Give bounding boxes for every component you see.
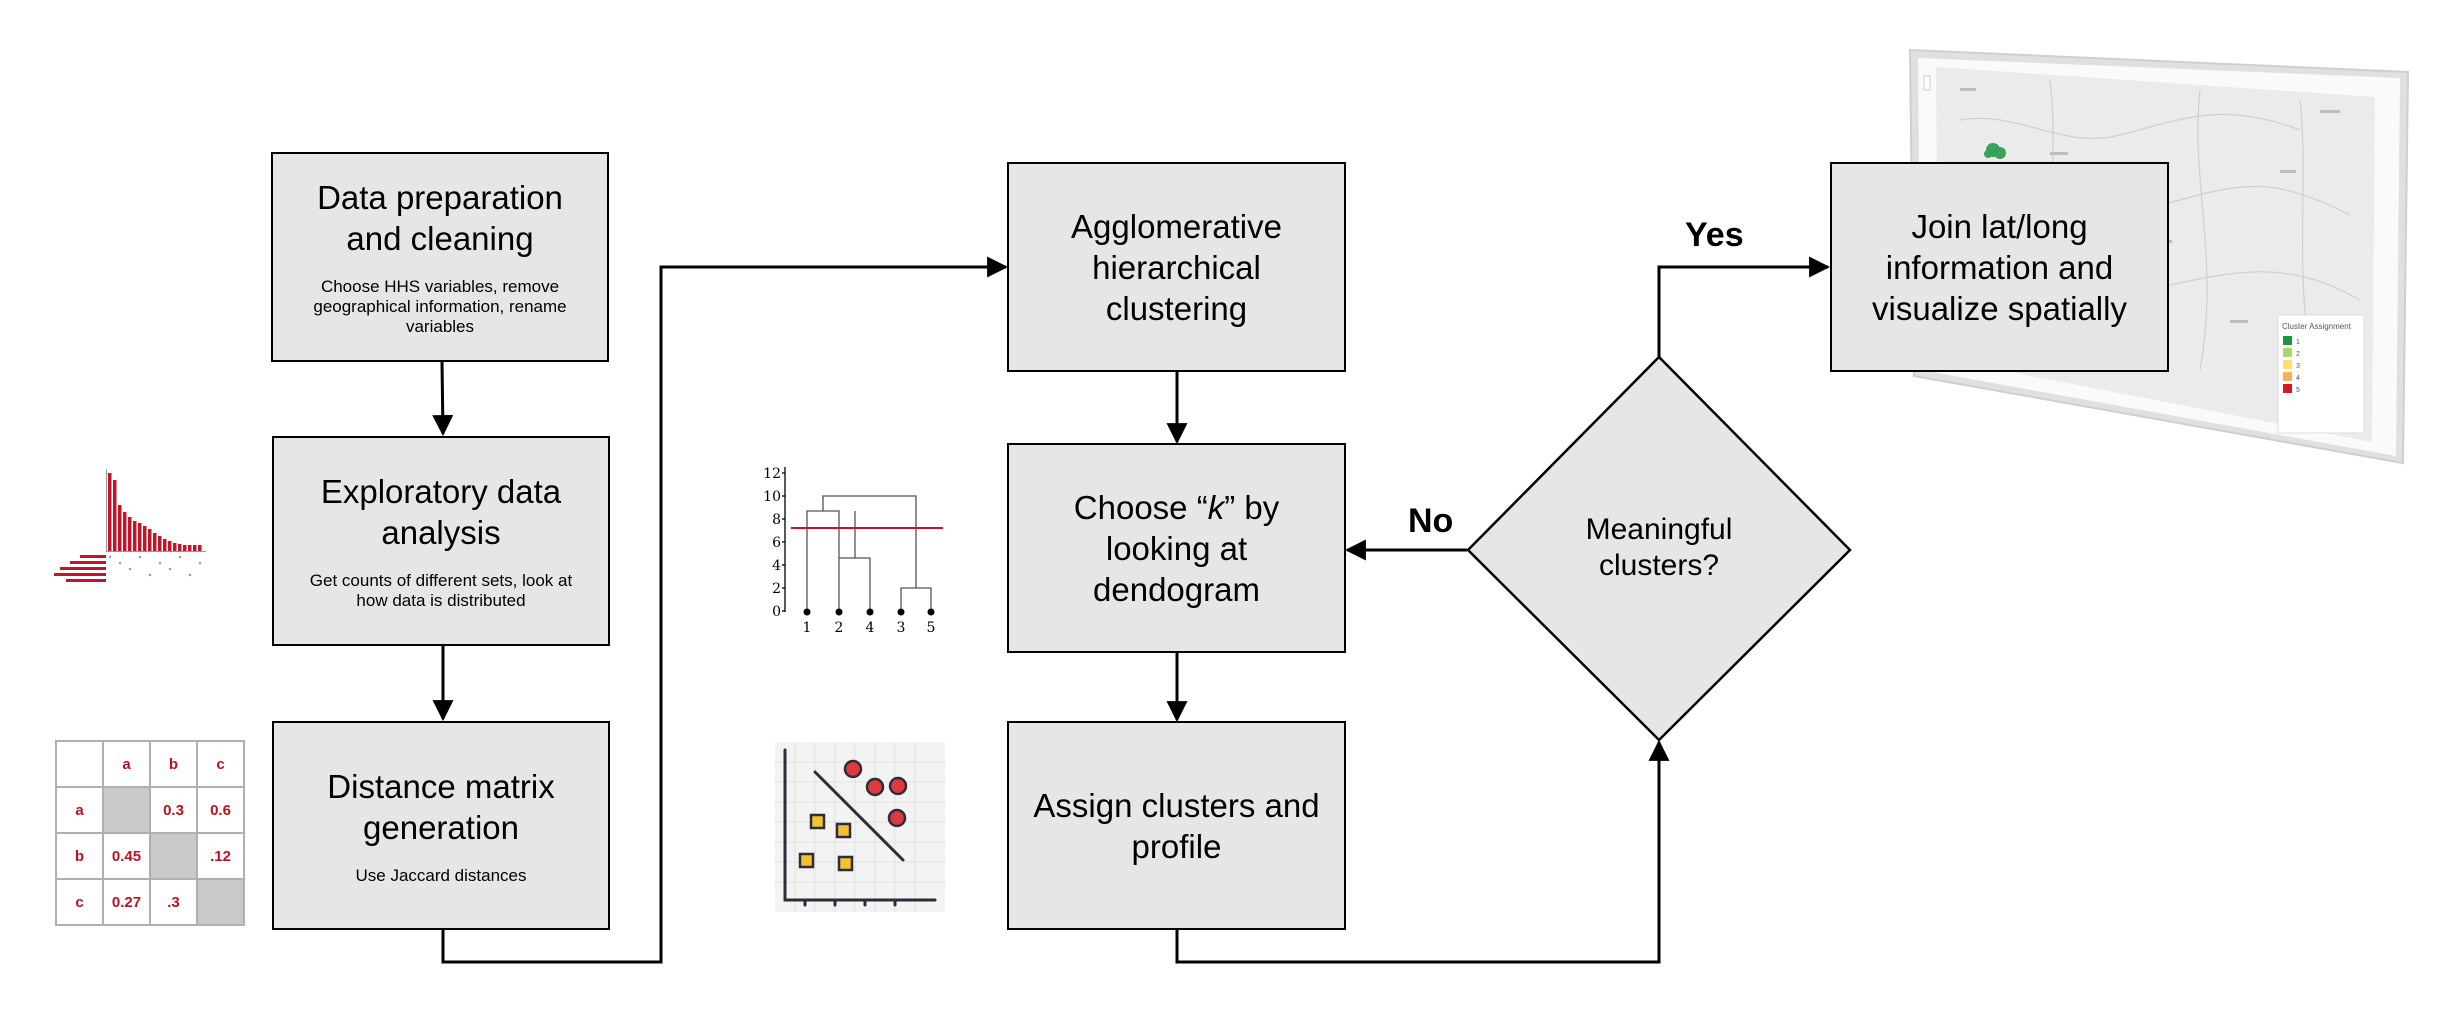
table-cell — [102, 786, 151, 834]
decision-diamond — [1466, 355, 1852, 742]
leaf-label: 5 — [927, 620, 936, 636]
table-cell — [55, 740, 104, 788]
map-legend-item: 5 — [2296, 387, 2300, 394]
decision-label: Meaningful clusters? — [1585, 513, 1733, 582]
step-title: Join lat/long information and visualize … — [1872, 207, 2127, 327]
map-legend-item: 1 — [2296, 339, 2300, 346]
cluster-scatter-icon — [775, 742, 945, 912]
y-tick: 4 — [772, 558, 781, 574]
label-yes: Yes — [1685, 216, 1744, 254]
table-cell: c — [55, 878, 104, 926]
table-row: a b c — [55, 740, 245, 788]
dendrogram-thumbnail-icon: 12 10 8 6 4 2 0 1 2 4 3 5 — [763, 466, 943, 636]
step-join-spatial: Join lat/long information and visualize … — [1830, 162, 2169, 372]
step-title: Agglomerative hierarchical clustering — [1071, 207, 1282, 327]
y-tick: 12 — [763, 466, 781, 482]
label-no: No — [1408, 502, 1454, 540]
table-cell: c — [196, 740, 245, 788]
y-tick: 8 — [772, 512, 781, 528]
y-tick: 0 — [772, 604, 781, 620]
map-legend-item: 3 — [2296, 363, 2300, 370]
map-legend-item: 4 — [2296, 375, 2300, 382]
map-legend-title: Cluster Assignment — [2282, 322, 2352, 331]
table-cell: 0.45 — [102, 832, 151, 880]
y-tick: 2 — [772, 581, 781, 597]
step-title: Data preparation and cleaning — [317, 179, 563, 257]
table-cell: a — [102, 740, 151, 788]
step-title: Distance matrix generation — [327, 767, 555, 846]
step-title: Exploratory data analysis — [320, 473, 562, 551]
step-distance-matrix: Distance matrix generation Use Jaccard d… — [272, 721, 610, 930]
arrow-prep-to-eda — [432, 361, 454, 437]
map-legend-item: 2 — [2296, 351, 2300, 358]
table-cell: 0.3 — [149, 786, 198, 834]
table-cell — [149, 832, 198, 880]
arrow-distance-to-agglomerative — [441, 256, 1009, 964]
y-tick: 6 — [772, 535, 781, 551]
leaf-label: 3 — [897, 620, 906, 636]
histogram-thumbnail-icon — [54, 469, 206, 582]
leaf-label: 4 — [866, 620, 875, 636]
table-cell — [196, 878, 245, 926]
table-cell: b — [55, 832, 104, 880]
distance-matrix-table: a b c a 0.3 0.6 b 0.45 .12 c 0.27 .3 — [55, 740, 245, 926]
table-cell: 0.27 — [102, 878, 151, 926]
step-description: Use Jaccard distances — [355, 865, 527, 885]
step-description: Get counts of different sets, look at ho… — [309, 571, 573, 610]
leaf-label: 1 — [803, 620, 812, 636]
step-title: Assign clusters and profile — [1033, 786, 1320, 865]
step-choose-k: Choose “k” by looking at dendogram — [1007, 443, 1346, 653]
y-tick: 10 — [763, 489, 781, 505]
arrow-assign-to-decision — [1175, 739, 1670, 964]
step-data-preparation: Data preparation and cleaning Choose HHS… — [271, 152, 609, 362]
table-row: a 0.3 0.6 — [55, 786, 245, 834]
step-title: Choose “k” by looking at dendogram — [1073, 488, 1280, 608]
step-description: Choose HHS variables, remove geographica… — [313, 277, 567, 336]
table-cell: .3 — [149, 878, 198, 926]
step-exploratory-analysis: Exploratory data analysis Get counts of … — [272, 436, 610, 646]
table-cell: .12 — [196, 832, 245, 880]
table-row: c 0.27 .3 — [55, 878, 245, 926]
step-agglomerative-clustering: Agglomerative hierarchical clustering — [1007, 162, 1346, 372]
step-assign-clusters: Assign clusters and profile — [1007, 721, 1346, 930]
table-cell: b — [149, 740, 198, 788]
leaf-label: 2 — [835, 620, 844, 636]
table-row: b 0.45 .12 — [55, 832, 245, 880]
arrow-decision-yes — [1657, 256, 1831, 357]
table-cell: 0.6 — [196, 786, 245, 834]
table-cell: a — [55, 786, 104, 834]
